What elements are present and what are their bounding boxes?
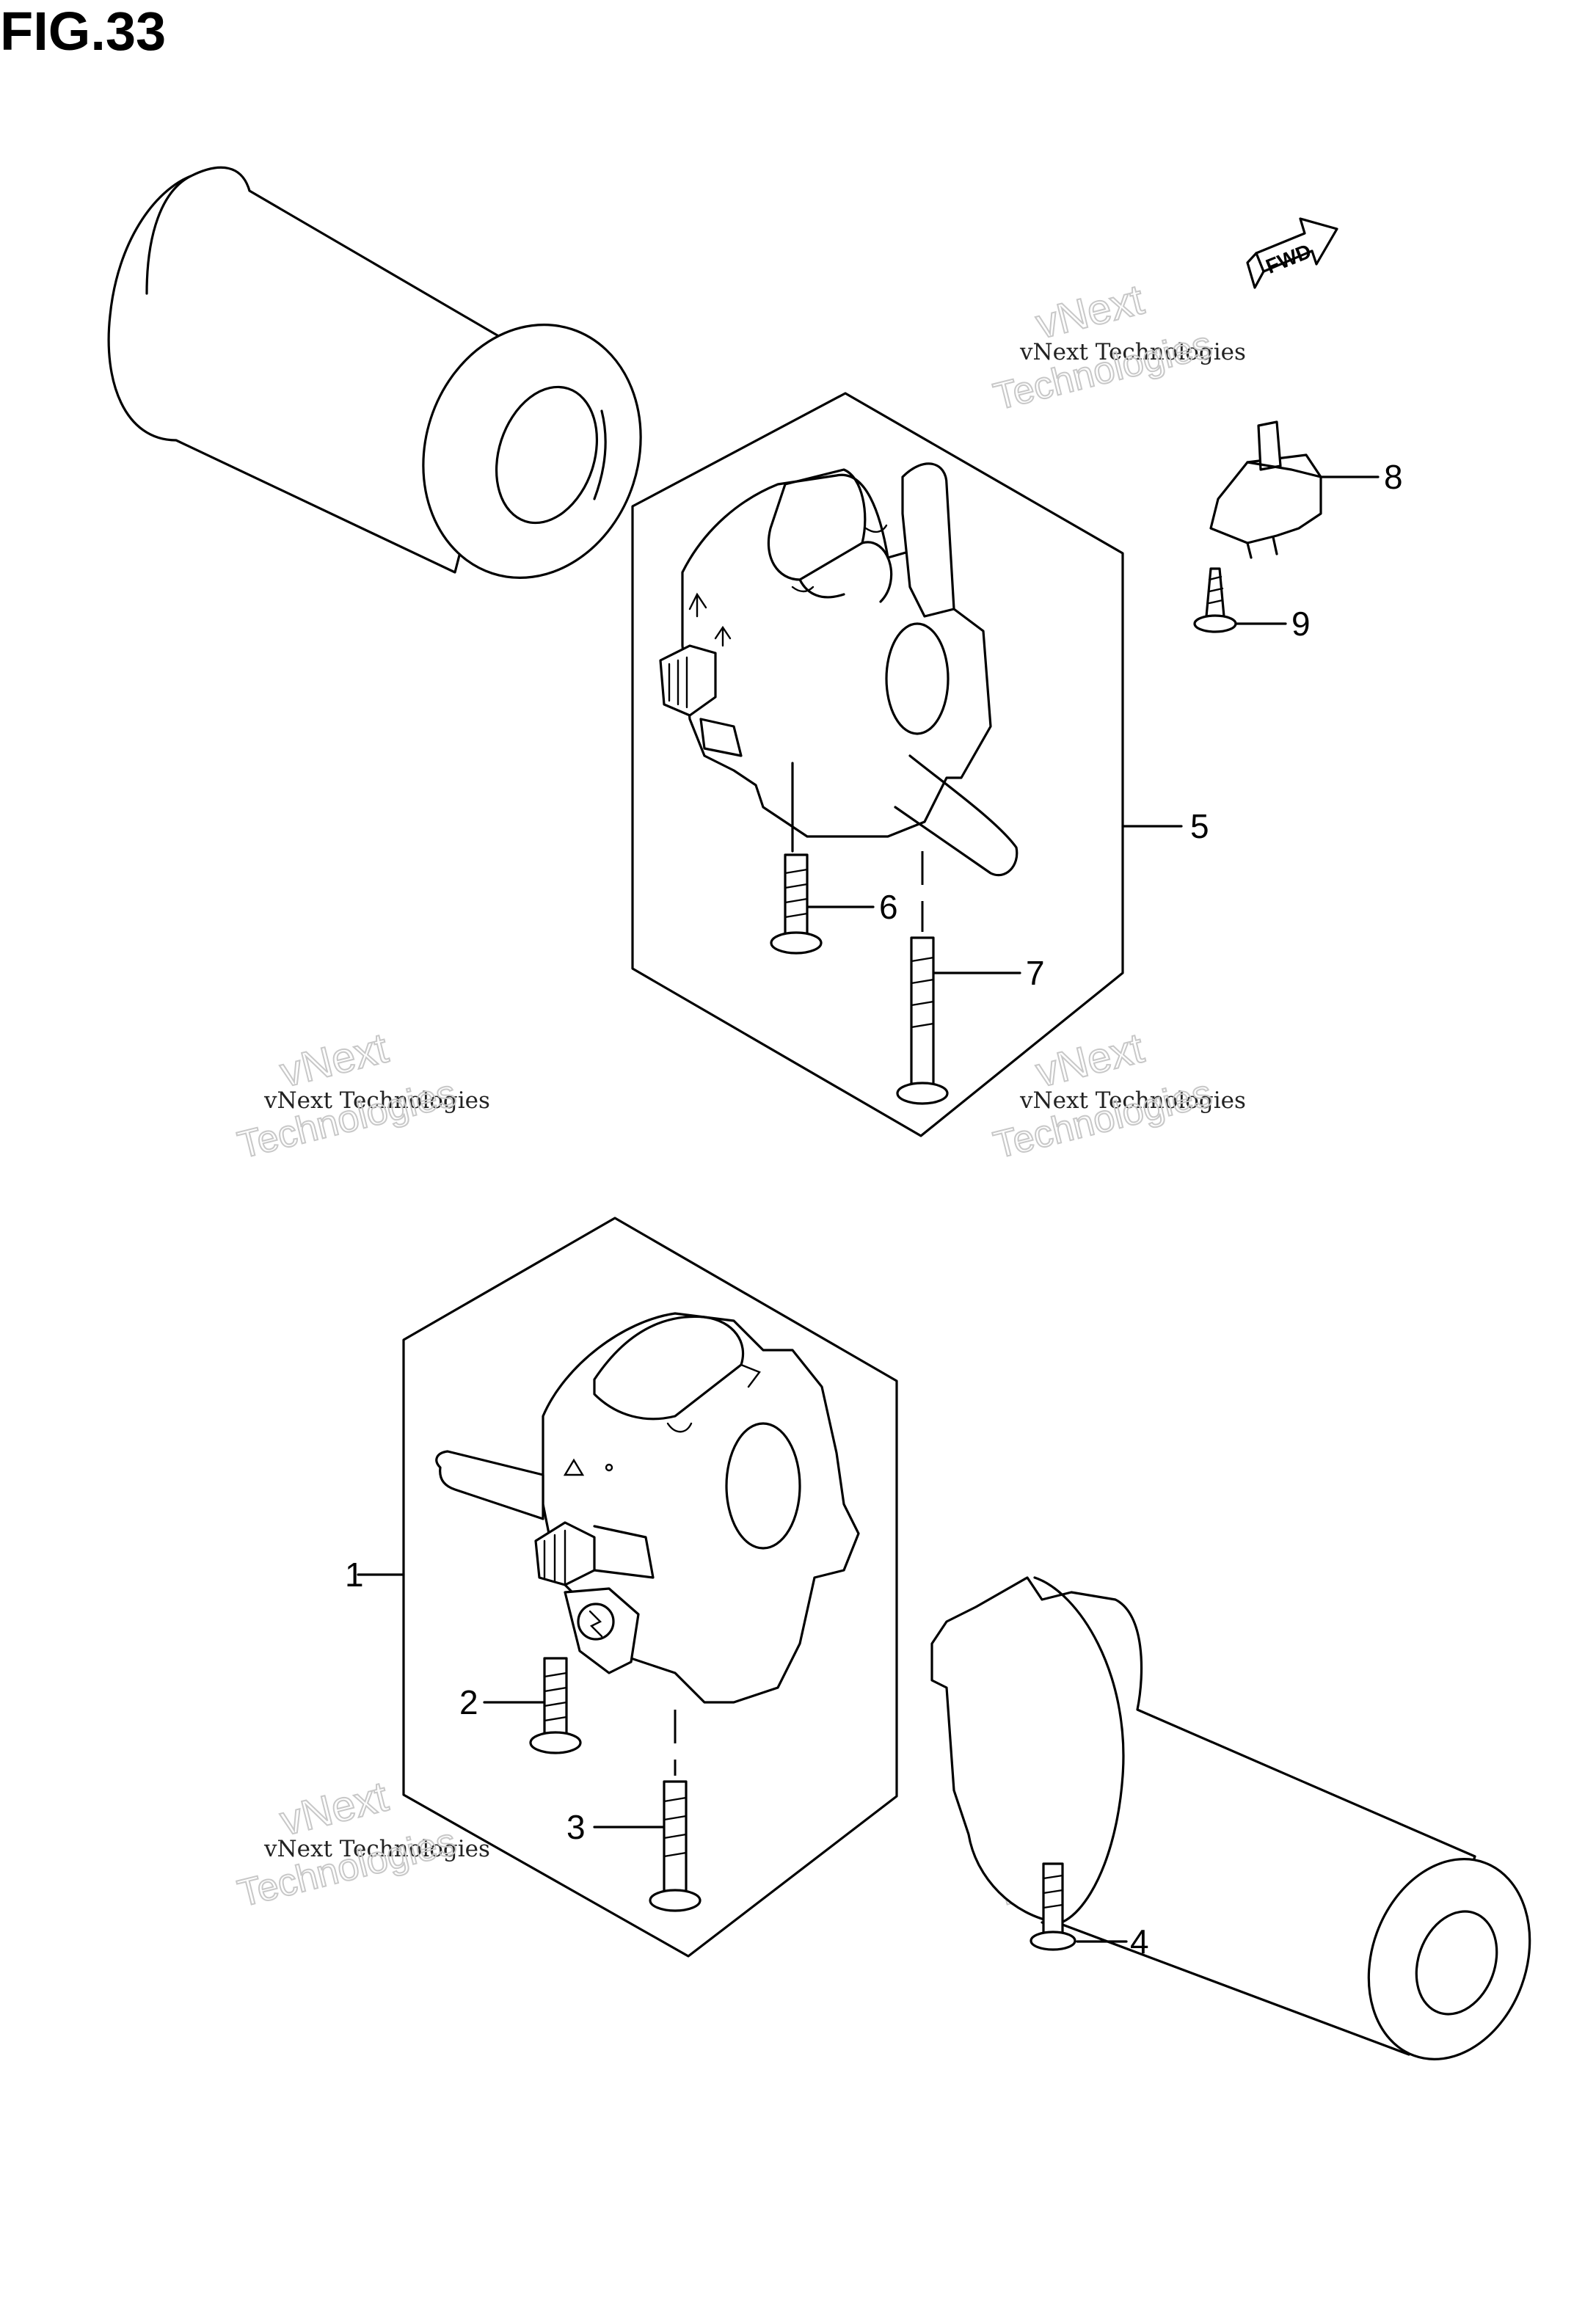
- assembly-box-5: [631, 392, 1183, 1137]
- assembly-box-1: [357, 1217, 898, 1958]
- callout-3: 3: [566, 1808, 586, 1846]
- watermark: vNext vNext Technologies Technologies: [233, 1024, 490, 1168]
- screw-icon: [483, 1657, 582, 1754]
- watermark-text: vNext Technologies: [1019, 1087, 1246, 1114]
- screw-icon: [593, 1780, 702, 1912]
- callout-9: 9: [1291, 605, 1311, 643]
- callout-8: 8: [1384, 458, 1403, 496]
- callout-6: 6: [879, 888, 898, 926]
- screw-icon: [1193, 567, 1287, 633]
- watermark-word: vNext: [1031, 276, 1148, 349]
- screw-icon: [1030, 1862, 1128, 1951]
- callout-4: 4: [1130, 1922, 1149, 1961]
- callout-1: 1: [345, 1556, 364, 1594]
- watermark: vNext vNext Technologies Technologies: [989, 1024, 1246, 1168]
- watermark-text: vNext Technologies: [1019, 339, 1246, 365]
- watermark-text: vNext Technologies: [263, 1836, 490, 1862]
- callout-2: 2: [459, 1683, 478, 1721]
- watermark-word: Technologies: [234, 1820, 461, 1916]
- screw-icon: [770, 853, 875, 955]
- watermark: vNext vNext Technologies Technologies: [233, 1772, 490, 1917]
- watermark: vNext vNext Technologies Technologies: [989, 275, 1246, 420]
- handlebar-switch-left-icon: [659, 462, 1019, 877]
- watermark-word: Technologies: [990, 1072, 1217, 1167]
- handlebar-switch-right-icon: [435, 1312, 860, 1776]
- screw-icon: [896, 851, 1021, 1105]
- handlebar-grip-right-icon: [930, 1576, 1531, 2060]
- clutch-switch-icon: [1209, 420, 1380, 559]
- watermark-word: Technologies: [990, 324, 1217, 419]
- watermark-text: vNext Technologies: [263, 1087, 490, 1114]
- handlebar-grip-left-icon: [107, 166, 642, 579]
- watermark-word: vNext: [275, 1024, 393, 1097]
- callout-labels: 1 2 3 4 5 6 7 8 9: [345, 458, 1403, 1961]
- watermark-word: Technologies: [234, 1072, 461, 1167]
- figure-title: FIG.33: [0, 1, 167, 62]
- callout-5: 5: [1190, 807, 1209, 845]
- watermark-word: vNext: [275, 1773, 393, 1845]
- fwd-arrow-icon: FWD: [1246, 217, 1338, 289]
- callout-7: 7: [1026, 954, 1045, 992]
- watermark-word: vNext: [1031, 1024, 1148, 1097]
